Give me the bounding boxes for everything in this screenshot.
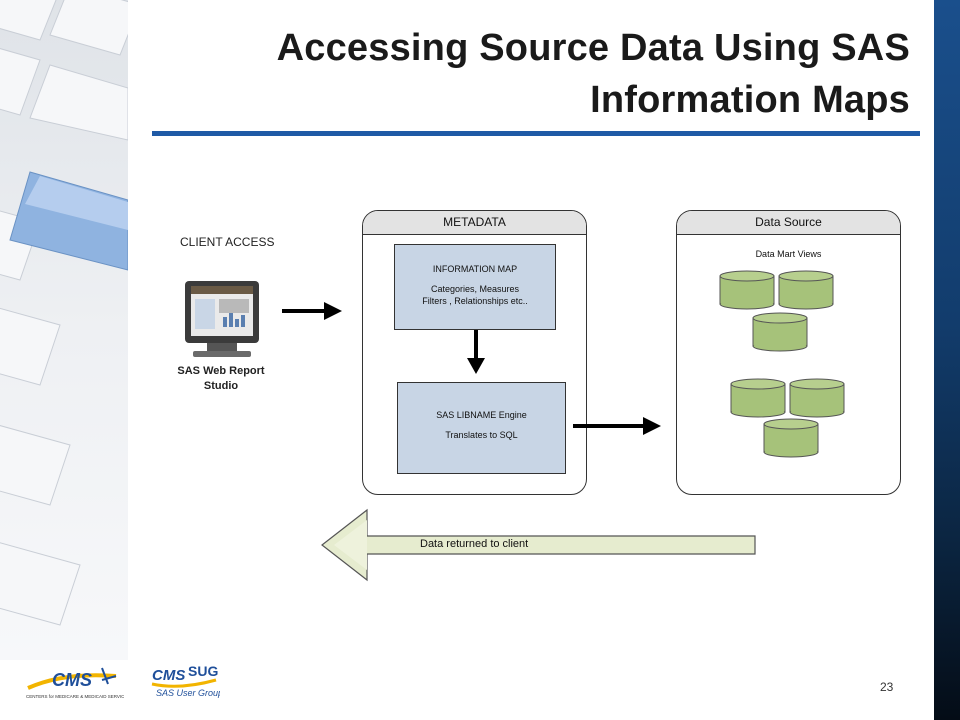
libname-engine-title: SAS LIBNAME Engine bbox=[436, 410, 527, 420]
svg-text:SAS User Group: SAS User Group bbox=[156, 688, 220, 698]
right-accent-bar bbox=[934, 0, 960, 720]
client-access-label: CLIENT ACCESS bbox=[180, 235, 275, 249]
return-arrow-label: Data returned to client bbox=[420, 538, 529, 550]
libname-engine-line1: Translates to SQL bbox=[445, 430, 518, 440]
metadata-header: METADATA bbox=[363, 211, 586, 235]
database-cylinders-icon bbox=[719, 270, 845, 458]
return-arrow-icon bbox=[321, 508, 756, 582]
svg-text:CMS: CMS bbox=[52, 670, 92, 690]
title-rule bbox=[152, 131, 920, 136]
arrow-down-icon bbox=[467, 330, 485, 374]
svg-text:SUG: SUG bbox=[188, 663, 218, 679]
arrow-right-icon bbox=[282, 302, 342, 320]
information-map-box: INFORMATION MAP Categories, Measures Fil… bbox=[394, 244, 556, 330]
monitor-icon bbox=[183, 279, 261, 366]
page-number: 23 bbox=[880, 680, 894, 694]
data-source-header: Data Source bbox=[677, 211, 900, 235]
libname-engine-box: SAS LIBNAME Engine Translates to SQL bbox=[397, 382, 566, 474]
data-mart-views-label: Data Mart Views bbox=[755, 249, 822, 259]
information-map-line1: Categories, Measures bbox=[430, 284, 520, 294]
information-map-line2: Filters , Relationships etc.. bbox=[422, 296, 528, 306]
keyboard-background bbox=[0, 0, 128, 660]
cms-logo: CMS CENTERS for MEDICARE & MEDICAID SERV… bbox=[24, 662, 130, 707]
information-map-title: INFORMATION MAP bbox=[432, 264, 518, 274]
svg-text:CMS: CMS bbox=[152, 667, 185, 684]
arrow-right-icon bbox=[573, 417, 661, 435]
svg-text:CENTERS for MEDICARE & MEDICAI: CENTERS for MEDICARE & MEDICAID SERVICES bbox=[26, 694, 124, 699]
cms-sug-logo: CMS SUG SAS User Group bbox=[150, 660, 223, 707]
